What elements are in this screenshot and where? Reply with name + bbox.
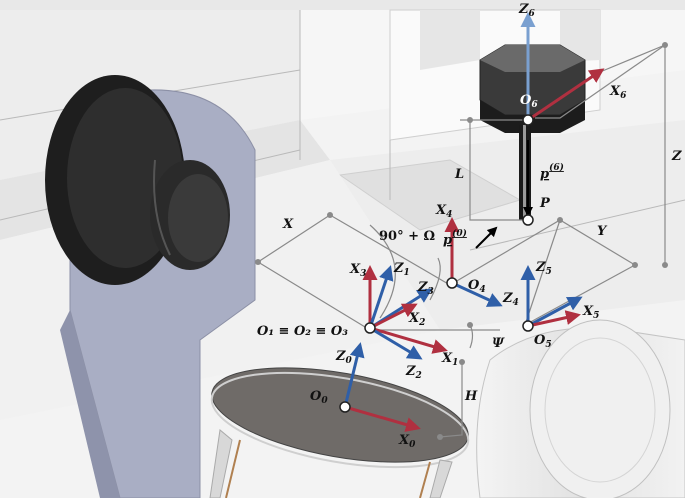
label-z1: Z1 bbox=[393, 261, 410, 278]
tool-tip bbox=[475, 140, 534, 249]
frame-6 bbox=[520, 12, 605, 126]
frame-123 bbox=[362, 265, 448, 360]
rotary-cylinder bbox=[476, 319, 685, 498]
label-x5: X5 bbox=[582, 304, 599, 321]
label-z3: Z3 bbox=[417, 280, 434, 297]
trunnion-fork bbox=[45, 75, 256, 498]
label-Y: Y bbox=[597, 224, 608, 239]
label-z4: Z4 bbox=[502, 291, 519, 308]
label-x3: X3 bbox=[349, 262, 366, 279]
label-origin-eq: O₁ ≡ O₂ ≡ O₃ bbox=[257, 324, 348, 339]
label-x4: X4 bbox=[435, 203, 452, 220]
label-Z: Z bbox=[671, 149, 682, 164]
label-z2: Z2 bbox=[405, 364, 422, 381]
frame-5 bbox=[520, 265, 583, 332]
frame-0 bbox=[339, 342, 421, 432]
label-L: L bbox=[454, 167, 464, 182]
label-o0: O0 bbox=[310, 389, 328, 406]
label-z0: Z0 bbox=[335, 349, 353, 366]
label-p0: p(0) bbox=[443, 228, 467, 248]
label-x2: X2 bbox=[408, 311, 425, 328]
label-x1: X1 bbox=[441, 351, 458, 368]
label-z5: Z5 bbox=[535, 260, 552, 277]
labels: Z6 X6 O6 p(6) P Z L X Y X4 90° + Ω p(0) … bbox=[257, 2, 682, 450]
label-x0: X0 bbox=[398, 433, 416, 450]
dimension-lines bbox=[255, 42, 668, 440]
label-angle: 90° + Ω bbox=[379, 229, 435, 244]
label-X: X bbox=[282, 217, 294, 232]
rotary-table bbox=[209, 367, 470, 498]
label-H: H bbox=[464, 389, 478, 404]
label-p6: p(6) bbox=[540, 162, 564, 182]
label-x6: X6 bbox=[609, 84, 627, 101]
label-o6: O6 bbox=[520, 93, 538, 110]
label-psi: Ψ bbox=[492, 336, 505, 351]
label-o4: O4 bbox=[468, 278, 486, 295]
label-o5: O5 bbox=[534, 333, 552, 350]
label-z6: Z6 bbox=[518, 2, 536, 19]
frame-4 bbox=[444, 217, 503, 307]
label-P: P bbox=[539, 196, 551, 211]
